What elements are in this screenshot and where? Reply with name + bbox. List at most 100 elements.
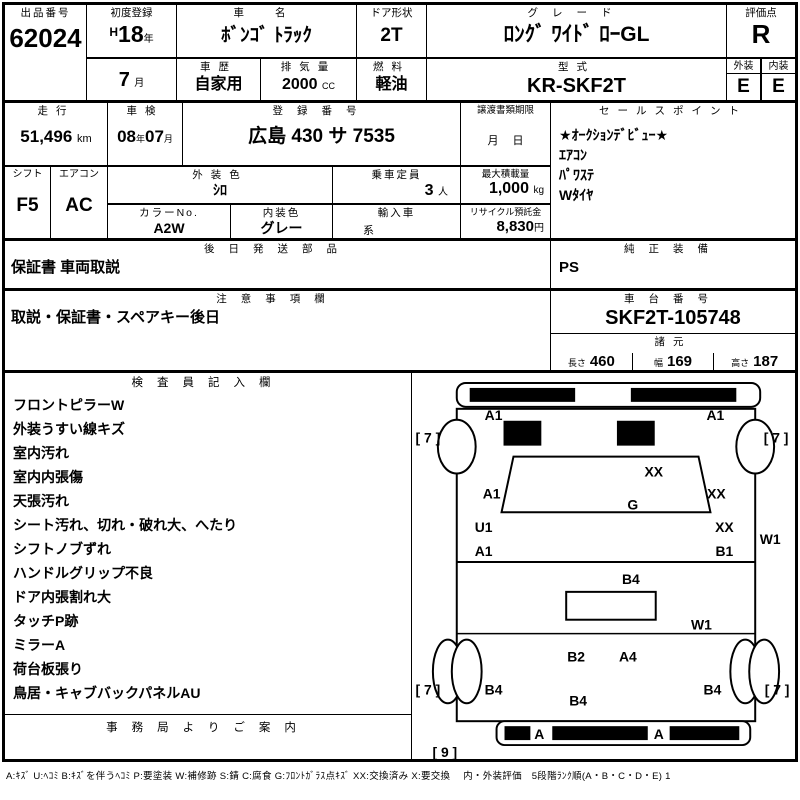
rear-bumper-black-1 — [504, 726, 531, 741]
registration-no-value: 広島 430 サ 7535 — [248, 125, 395, 147]
inspector-note: ミラーA — [13, 636, 66, 653]
chassis-no-cell: 車台番号 SKF2T-105748 — [550, 290, 796, 334]
exhibit-no-cell: 出品番号 62024 — [4, 4, 87, 102]
rear-bumper-black-2 — [552, 726, 648, 741]
displacement-label: 排気量 — [280, 61, 337, 73]
bed-hatch-outline — [565, 590, 657, 621]
import-car-label: 輸入車 — [377, 207, 416, 219]
inspector-note: 室内内張傷 — [13, 468, 83, 485]
damage-marker: B4 — [704, 681, 722, 697]
rear-left-wheel-inner — [450, 638, 483, 705]
score-label: 評価点 — [745, 7, 777, 19]
damage-marker: W1 — [691, 617, 712, 633]
displacement-cell: 排気量 2000 CC — [260, 58, 357, 102]
grade-label: グレード — [527, 7, 626, 19]
front-bumper-black-left — [469, 387, 576, 402]
transfer-doc-deadline-label: 譲渡書類期限 — [476, 105, 534, 116]
interior-grade-label: 内装 — [762, 59, 795, 74]
first-reg-month-cell: 7 月 — [86, 58, 177, 102]
damage-marker: [ 7 ] — [416, 430, 441, 446]
front-bumper-black-right — [630, 387, 737, 402]
door-shape-label: ドア形状 — [370, 7, 413, 19]
fuel-value: 軽油 — [375, 75, 408, 93]
exhibit-no-label: 出品番号 — [20, 7, 71, 19]
genuine-equipment-label: 純正装備 — [624, 243, 722, 255]
sales-point-item: ﾊﾟﾜｽﾃ — [559, 166, 594, 183]
capacity-label: 乗車定員 — [371, 169, 422, 181]
sales-point-list: ★ｵｰｸｼｮﾝﾃﾞﾋﾞｭｰ★ ｴｱｺﾝ ﾊﾟﾜｽﾃ Wﾀｲﾔ — [551, 125, 795, 205]
front-right-wheel — [735, 418, 776, 475]
grade-value: ﾛﾝｸﾞ ﾜｲﾄﾞ ﾛｰGL — [503, 22, 650, 46]
inspector-note: 外装うすい線キズ — [13, 420, 125, 437]
chassis-no-label: 車台番号 — [624, 293, 722, 305]
exterior-color-value: ｼﾛ — [213, 181, 227, 198]
inspection-expiry-label: 車検 — [126, 105, 164, 117]
interior-color-label: 内装色 — [262, 207, 301, 219]
inspection-expiry-cell: 車検 08年07月 — [107, 102, 183, 166]
damage-marker: B1 — [715, 543, 733, 559]
damage-marker: A1 — [475, 543, 493, 559]
damage-marker: B4 — [622, 571, 640, 587]
first-reg-month-value: 7 月 — [118, 69, 145, 91]
color-no-label: カラーNo. — [139, 207, 199, 219]
inspector-note: 室内汚れ — [13, 444, 69, 461]
damage-marker: [ 7 ] — [765, 681, 790, 697]
fuel-label: 燃料 — [373, 61, 410, 73]
inspector-note: シート汚れ、切れ・破れ大、へたり — [13, 516, 238, 533]
section-divider — [4, 288, 796, 291]
aircon-label: エアコン — [59, 169, 99, 180]
damage-marker: B4 — [485, 681, 503, 697]
exterior-grade-label: 外装 — [727, 59, 760, 74]
sales-point-item: ★ｵｰｸｼｮﾝﾃﾞﾋﾞｭｰ★ — [559, 126, 669, 143]
transfer-doc-deadline-value: 月 日 — [487, 135, 524, 148]
import-car-cell: 輸入車 系 — [332, 204, 461, 240]
damage-marker: G — [627, 496, 638, 512]
exterior-grade-value: E — [737, 76, 750, 97]
exterior-color-cell: 外装色 ｼﾛ — [107, 166, 333, 204]
inspector-note: 天張汚れ — [13, 492, 69, 509]
mileage-label: 走行 — [37, 105, 75, 117]
exterior-color-label: 外装色 — [192, 169, 248, 181]
car-name-value: ﾎﾞﾝｺﾞ ﾄﾗｯｸ — [221, 24, 312, 46]
damage-marker: XX — [707, 485, 726, 501]
damage-marker: A1 — [485, 407, 503, 423]
damage-marker: A — [534, 726, 544, 742]
aircon-value: AC — [65, 195, 93, 216]
recycle-deposit-label: リサイクル預託金 — [469, 207, 542, 217]
inspector-note: ハンドルグリップ不良 — [13, 564, 153, 581]
damage-marker: A — [654, 726, 664, 742]
max-load-cell: 最大積載量 1,000 kg — [460, 166, 551, 204]
color-no-cell: カラーNo. A2W — [107, 204, 231, 240]
car-name-cell: 車 名 ﾎﾞﾝｺﾞ ﾄﾗｯｸ — [176, 4, 357, 58]
damage-marker: A1 — [483, 485, 501, 501]
inspector-note: ドア内張割れ大 — [13, 588, 111, 605]
interior-grade-value: E — [772, 76, 785, 97]
model-code-value: KR-SKF2T — [527, 74, 626, 97]
interior-color-suffix: 系 — [363, 224, 374, 237]
exterior-grade-cell: 外装 E — [726, 58, 761, 102]
interior-grade-cell: 内装 E — [761, 58, 796, 102]
damage-marker: [ 7 ] — [416, 681, 441, 697]
model-code-label: 型式 — [558, 61, 595, 73]
caution-label: 注意事項欄 — [216, 293, 339, 305]
era-mark: H — [109, 24, 119, 39]
section-divider — [4, 238, 796, 241]
genuine-equipment-cell: 純正装備 PS — [550, 240, 796, 290]
spec-label: 諸元 — [654, 336, 692, 348]
recycle-deposit-cell: リサイクル預託金 8,830円 — [460, 204, 551, 240]
score-value: R — [751, 18, 771, 49]
inspector-note: 鳥居・キャブバックパネルAU — [13, 684, 201, 701]
inspector-note: フロントピラーW — [13, 396, 125, 413]
displacement-value: 2000 CC — [281, 75, 336, 93]
damage-marker: U1 — [475, 519, 493, 535]
capacity-value: 3 人 — [424, 181, 448, 199]
sales-point-label: セールスポイント — [599, 105, 747, 117]
front-vent-left — [503, 420, 542, 446]
registration-no-cell: 登録番号 広島 430 サ 7535 — [182, 102, 461, 166]
exhibit-no-value: 62024 — [9, 22, 82, 53]
interior-color-cell: 内装色 グレー — [230, 204, 333, 240]
